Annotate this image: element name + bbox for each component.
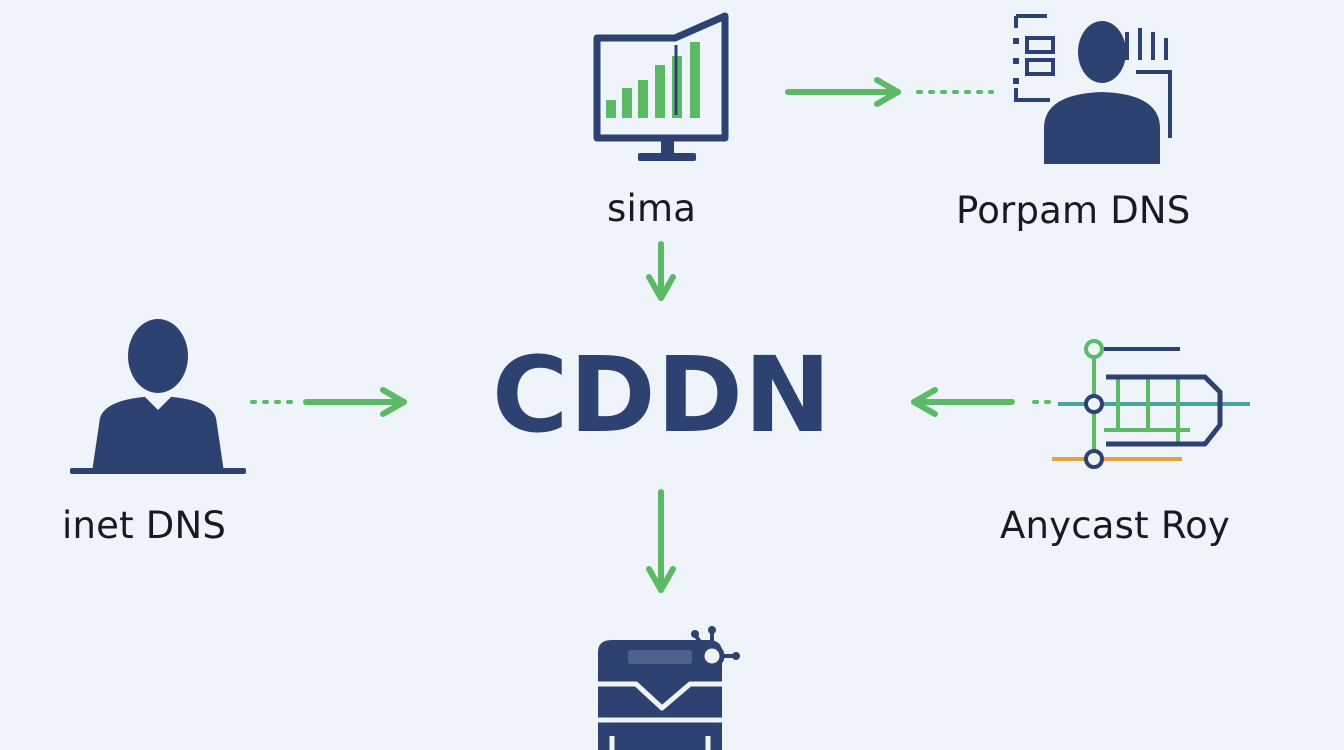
- node-label-right: Anycast Roy: [1000, 504, 1230, 547]
- person-dashboard-icon: [1013, 14, 1172, 164]
- node-label-left: inet DNS: [62, 504, 227, 547]
- monitor-chart-icon: [593, 12, 729, 161]
- user-at-desk-icon: [70, 319, 246, 474]
- server-device-icon: [598, 626, 740, 750]
- node-label-top: sima: [607, 187, 697, 230]
- center-title: CDDN: [491, 334, 833, 456]
- node-label-top-right: Porpam DNS: [956, 189, 1191, 232]
- network-map-icon: [1052, 339, 1250, 469]
